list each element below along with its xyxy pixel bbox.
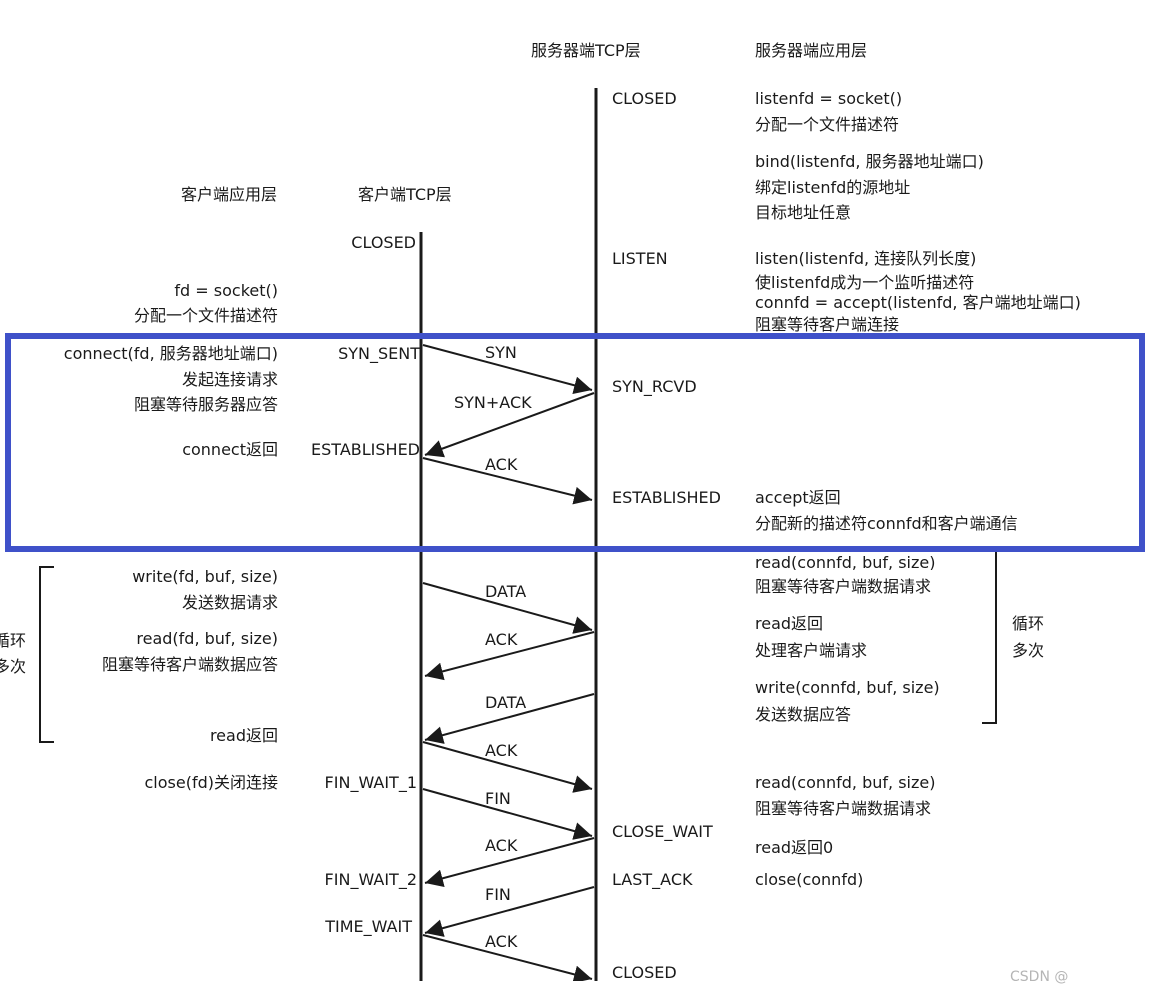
client-state-established: ESTABLISHED <box>311 440 420 459</box>
server-read-return: read返回 <box>755 614 824 633</box>
arrow-ack-2 <box>424 631 595 681</box>
msg-syn: SYN <box>485 343 517 362</box>
server-state-close-wait: CLOSE_WAIT <box>612 822 713 841</box>
msg-fin-2: FIN <box>485 885 511 904</box>
server-bind-desc-2: 目标地址任意 <box>755 203 852 222</box>
client-close-call: close(fd)关闭连接 <box>144 773 279 792</box>
arrow-ack-4 <box>424 837 595 888</box>
client-loop-label-2: 多次 <box>0 657 27 676</box>
client-connect-desc-2: 阻塞等待服务器应答 <box>133 395 278 414</box>
client-connect-call: connect(fd, 服务器地址端口) <box>63 344 278 363</box>
arrow-fin-2 <box>424 886 595 937</box>
client-write-call: write(fd, buf, size) <box>132 567 278 586</box>
server-state-last-ack: LAST_ACK <box>612 870 693 889</box>
server-bind-desc-1: 绑定listenfd的源地址 <box>755 178 911 197</box>
server-state-closed: CLOSED <box>612 89 677 108</box>
server-read-desc-2: 阻塞等待客户端数据请求 <box>755 799 932 818</box>
server-read-return-0: read返回0 <box>755 838 834 857</box>
watermark: CSDN @ <box>1010 969 1069 985</box>
client-socket-desc: 分配一个文件描述符 <box>133 306 278 325</box>
arrow-fin-1 <box>422 788 593 840</box>
header-client-app: 客户端应用层 <box>180 185 277 204</box>
client-socket-call: fd = socket() <box>174 281 278 300</box>
server-read-desc-1: 阻塞等待客户端数据请求 <box>755 577 932 596</box>
client-state-syn-sent: SYN_SENT <box>338 344 420 363</box>
server-write-call: write(connfd, buf, size) <box>755 678 940 697</box>
server-socket-desc: 分配一个文件描述符 <box>755 115 900 134</box>
server-accept-return-desc: 分配新的描述符connfd和客户端通信 <box>755 514 1018 533</box>
server-listen-call: listen(listenfd, 连接队列长度) <box>755 249 977 268</box>
server-state-closed-end: CLOSED <box>612 963 677 982</box>
client-loop-bracket <box>39 566 54 743</box>
client-read-desc: 阻塞等待客户端数据应答 <box>101 655 278 674</box>
client-state-time-wait: TIME_WAIT <box>325 917 412 936</box>
header-client-tcp: 客户端TCP层 <box>358 185 452 204</box>
server-accept-call: connfd = accept(listenfd, 客户端地址端口) <box>755 293 1081 312</box>
client-state-closed: CLOSED <box>351 233 416 252</box>
server-bind-call: bind(listenfd, 服务器地址端口) <box>755 152 984 171</box>
client-connect-desc-1: 发起连接请求 <box>181 370 278 389</box>
server-loop-bracket <box>982 549 997 724</box>
arrow-ack-1 <box>422 457 593 505</box>
client-loop-label-1: 循环 <box>0 631 27 650</box>
arrow-data-1 <box>422 582 593 634</box>
client-state-fin-wait-2: FIN_WAIT_2 <box>324 870 417 889</box>
server-write-desc: 发送数据应答 <box>755 705 852 724</box>
client-connect-return: connect返回 <box>182 440 278 459</box>
server-state-listen: LISTEN <box>612 249 668 268</box>
arrow-syn-ack <box>424 392 595 458</box>
server-listen-desc: 使listenfd成为一个监听描述符 <box>755 273 975 292</box>
server-loop-label-2: 多次 <box>1012 641 1045 660</box>
handshake-highlight-box <box>5 333 1145 552</box>
msg-data-2: DATA <box>485 693 527 712</box>
msg-ack-5: ACK <box>485 932 518 951</box>
msg-ack-1: ACK <box>485 455 518 474</box>
server-read-call-1: read(connfd, buf, size) <box>755 553 936 570</box>
server-read-call-2: read(connfd, buf, size) <box>755 773 936 792</box>
msg-data-1: DATA <box>485 582 527 601</box>
server-accept-desc: 阻塞等待客户端连接 <box>755 315 900 334</box>
header-server-tcp: 服务器端TCP层 <box>531 41 641 60</box>
server-loop-label-1: 循环 <box>1012 614 1045 633</box>
msg-ack-2: ACK <box>485 630 518 649</box>
server-close-call: close(connfd) <box>755 870 864 889</box>
server-accept-return: accept返回 <box>755 488 841 507</box>
arrow-ack-5 <box>422 934 593 981</box>
arrow-ack-3 <box>422 741 593 793</box>
arrow-syn <box>422 344 593 395</box>
server-socket-call: listenfd = socket() <box>755 89 903 108</box>
msg-ack-3: ACK <box>485 741 518 760</box>
client-write-desc: 发送数据请求 <box>181 593 278 612</box>
msg-syn-ack: SYN+ACK <box>454 393 532 412</box>
client-state-fin-wait-1: FIN_WAIT_1 <box>324 773 417 792</box>
client-read-call: read(fd, buf, size) <box>136 629 278 648</box>
server-state-established: ESTABLISHED <box>612 488 721 507</box>
server-state-syn-rcvd: SYN_RCVD <box>612 377 697 396</box>
header-server-app: 服务器端应用层 <box>755 41 868 60</box>
msg-fin-1: FIN <box>485 789 511 808</box>
msg-ack-4: ACK <box>485 836 518 855</box>
arrow-data-2 <box>424 693 595 744</box>
client-read-return: read返回 <box>209 726 278 745</box>
server-read-return-desc: 处理客户端请求 <box>755 641 868 660</box>
